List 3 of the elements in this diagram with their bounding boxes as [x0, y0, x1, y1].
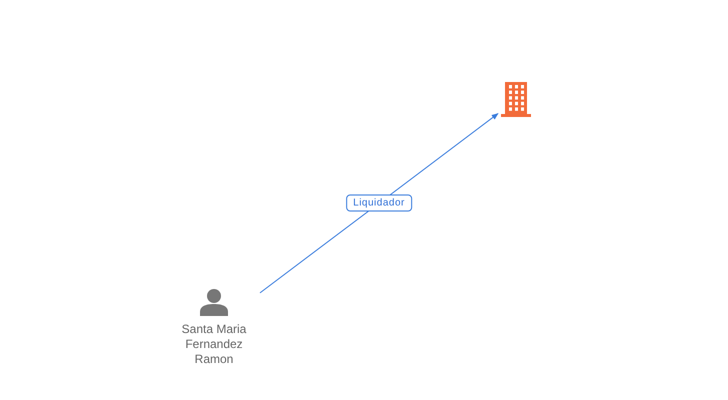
person-name: Santa Maria Fernandez Ramon — [180, 322, 248, 367]
edge-label: Liquidador — [346, 194, 412, 212]
arrow — [260, 113, 499, 294]
